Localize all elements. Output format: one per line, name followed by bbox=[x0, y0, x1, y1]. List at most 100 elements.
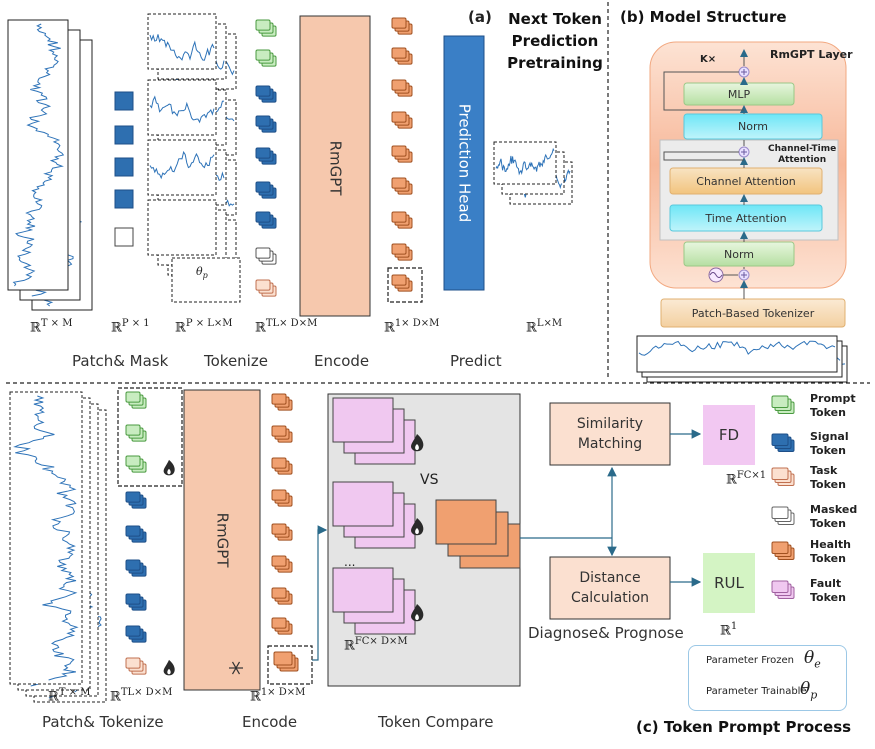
fault-trainable-flame bbox=[411, 518, 424, 536]
frozen-snowflake bbox=[231, 661, 241, 675]
health-token bbox=[391, 17, 407, 29]
rmgpt-block-a bbox=[299, 15, 371, 317]
legend-label-5-line-1: Token bbox=[810, 591, 846, 604]
fault-trainable-flame-core bbox=[415, 444, 419, 450]
health-token bbox=[271, 523, 287, 535]
health-token bbox=[271, 489, 287, 501]
tokenizer-box bbox=[660, 298, 846, 328]
caption-diagnose-prognose: Diagnose& Prognose bbox=[528, 624, 684, 642]
signal-token bbox=[255, 181, 271, 193]
patch-frame bbox=[147, 79, 217, 136]
mlp-box bbox=[683, 82, 795, 106]
health-token bbox=[271, 393, 287, 405]
mlp-label: MLP bbox=[727, 87, 751, 101]
legend-label-2-line-0: Task bbox=[810, 464, 838, 477]
signal-series-c-frame bbox=[9, 391, 83, 685]
signal-token bbox=[125, 525, 141, 537]
fault-trainable-flame-core bbox=[415, 614, 419, 620]
legend-label-2-line-1: Token bbox=[810, 478, 846, 491]
distance-line-2: Calculation bbox=[570, 590, 650, 606]
panel-b-title: (b) Model Structure bbox=[620, 8, 787, 26]
signal-token bbox=[255, 211, 271, 223]
health-token bbox=[391, 79, 407, 91]
caption-predict: Predict bbox=[450, 352, 502, 370]
fault-trainable-flame bbox=[411, 604, 424, 622]
input-signal-b-frame bbox=[636, 335, 838, 373]
tokenizer-label: Patch-Based Tokenizer bbox=[691, 306, 815, 320]
norm-top-label: Norm bbox=[737, 120, 768, 133]
math-a-series: ℝT × M bbox=[30, 318, 73, 336]
health-token bbox=[391, 243, 407, 255]
patch-frame bbox=[147, 199, 217, 256]
panel-c-graphics bbox=[9, 387, 839, 703]
health-token bbox=[391, 47, 407, 59]
math-c-fd: ℝFC×1 bbox=[726, 470, 767, 488]
caption-encode-c: Encode bbox=[242, 713, 298, 731]
caption-token-compare: Token Compare bbox=[378, 713, 494, 731]
math-a-patch: ℝP × 1 bbox=[111, 318, 150, 336]
panel-a-title: Next Token Prediction Pretraining bbox=[500, 8, 610, 74]
signal-token bbox=[255, 115, 271, 127]
prompt-token bbox=[125, 424, 141, 436]
caption-patch-mask: Patch& Mask bbox=[72, 352, 169, 370]
legend-label-4-line-0: Health bbox=[810, 538, 851, 551]
similarity-line-1: Similarity bbox=[576, 416, 644, 432]
rul-box bbox=[703, 553, 755, 613]
task-token bbox=[255, 279, 271, 291]
theta-p-a: θp bbox=[196, 265, 208, 281]
signal-token bbox=[125, 593, 141, 605]
panel-a-title-line-2: Prediction bbox=[511, 32, 599, 50]
similarity-matching-box bbox=[549, 402, 671, 466]
legend-swatch-2 bbox=[771, 467, 789, 481]
parameter-legend-box bbox=[688, 645, 847, 711]
legend-label-4-line-1: Token bbox=[810, 552, 846, 565]
task-token bbox=[125, 657, 141, 669]
panel-a-title-line-3: Pretraining bbox=[507, 54, 603, 72]
patch-frame bbox=[147, 139, 217, 196]
prediction-head-label: Prediction Head bbox=[444, 36, 484, 290]
health-token bbox=[391, 145, 407, 157]
legend-label-1-line-0: Signal bbox=[810, 430, 849, 443]
health-token bbox=[391, 211, 407, 223]
similarity-line-2: Matching bbox=[577, 436, 643, 452]
prediction-head-block bbox=[443, 35, 485, 291]
distance-calculation-label: Distance Calculation bbox=[550, 557, 670, 619]
theta-e: θe bbox=[804, 648, 821, 671]
math-a-tokenize: ℝP × L×M bbox=[175, 318, 233, 336]
fault-token-card bbox=[332, 481, 394, 527]
time-attention-label: Time Attention bbox=[705, 211, 787, 225]
signal-series-a-wave bbox=[12, 23, 65, 287]
legend-swatch-1 bbox=[771, 433, 789, 447]
signal-series-a-frame bbox=[7, 19, 69, 291]
patch-square bbox=[114, 91, 134, 111]
patch-wave bbox=[149, 34, 215, 61]
residual-mlp bbox=[663, 71, 744, 111]
task-trainable-flame-core bbox=[167, 668, 171, 675]
panel-a-label: (a) bbox=[468, 8, 492, 26]
residual-attention bbox=[663, 151, 744, 161]
fd-box bbox=[703, 405, 755, 465]
legend-swatch-3 bbox=[771, 506, 789, 520]
encoded-token-box bbox=[387, 267, 423, 303]
signal-token bbox=[125, 491, 141, 503]
norm-bottom-box bbox=[683, 241, 795, 267]
prompt-token bbox=[255, 19, 271, 31]
norm-top-box bbox=[683, 113, 823, 140]
predicted-series-wave bbox=[495, 147, 555, 176]
rmgpt-a-text: RmGPT bbox=[326, 140, 344, 196]
signal-token bbox=[255, 147, 271, 159]
similarity-matching-label: Similarity Matching bbox=[550, 403, 670, 465]
math-a-predict: ℝL×M bbox=[526, 318, 563, 336]
ellipsis-label: ... bbox=[344, 555, 356, 569]
health-token bbox=[271, 587, 287, 599]
theta-p-c: θp bbox=[800, 679, 818, 702]
caption-patch-tokenize: Patch& Tokenize bbox=[42, 713, 164, 731]
distance-calculation-box bbox=[549, 556, 671, 620]
health-token bbox=[271, 425, 287, 437]
signal-token bbox=[125, 559, 141, 571]
vs-label: VS bbox=[420, 472, 439, 488]
prompt-trainable-flame bbox=[163, 459, 175, 476]
